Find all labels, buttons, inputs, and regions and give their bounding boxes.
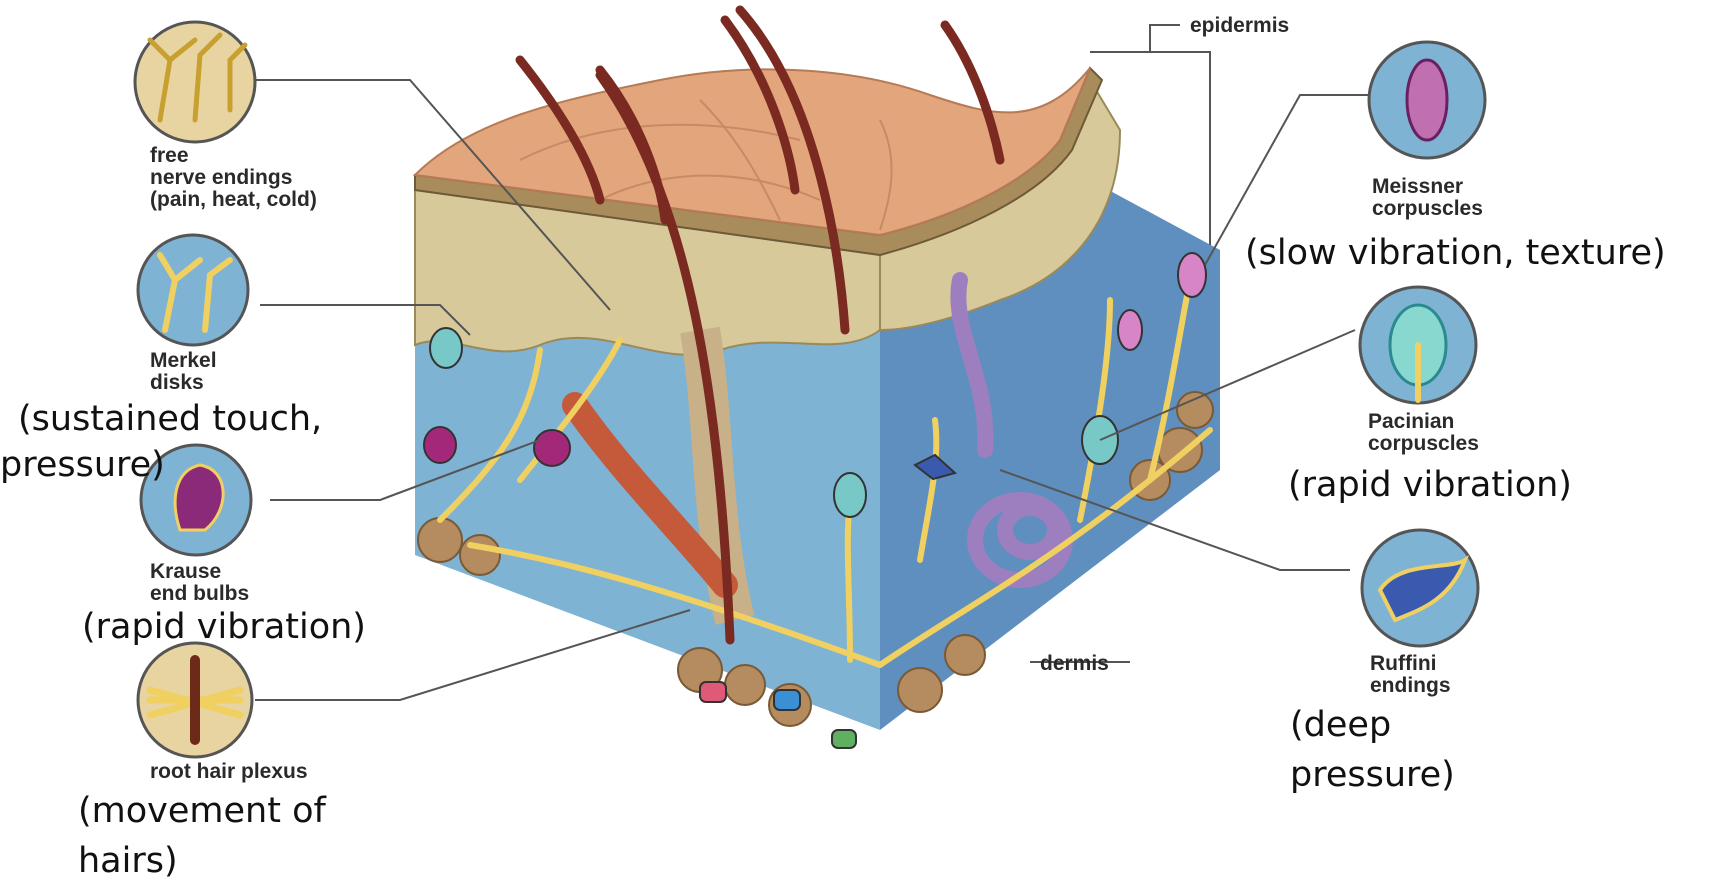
root-hair-label: root hair plexus xyxy=(150,760,308,783)
ruffini-annotation: (deep pressure) xyxy=(1290,705,1455,795)
epidermis-label: epidermis xyxy=(1190,14,1289,37)
ruffini-label: Ruffini endings xyxy=(1370,652,1451,697)
pacinian-annotation: (rapid vibration) xyxy=(1288,465,1572,505)
skin-block xyxy=(415,10,1220,748)
dermis-label: dermis xyxy=(1040,652,1109,675)
root-hair-annotation: (movement of hairs) xyxy=(78,791,337,881)
merkel-label: Merkel disks xyxy=(150,349,222,394)
merkel-callout xyxy=(138,235,248,345)
meissner-annotation: (slow vibration, texture) xyxy=(1245,233,1666,273)
free-nerve-label: free nerve endings (pain, heat, cold) xyxy=(150,144,317,211)
krause-label: Krause end bulbs xyxy=(150,560,249,605)
meissner-label: Meissner corpuscles xyxy=(1372,175,1483,220)
pacinian-label: Pacinian corpuscles xyxy=(1368,410,1479,455)
krause-annotation: (rapid vibration) xyxy=(82,607,366,647)
